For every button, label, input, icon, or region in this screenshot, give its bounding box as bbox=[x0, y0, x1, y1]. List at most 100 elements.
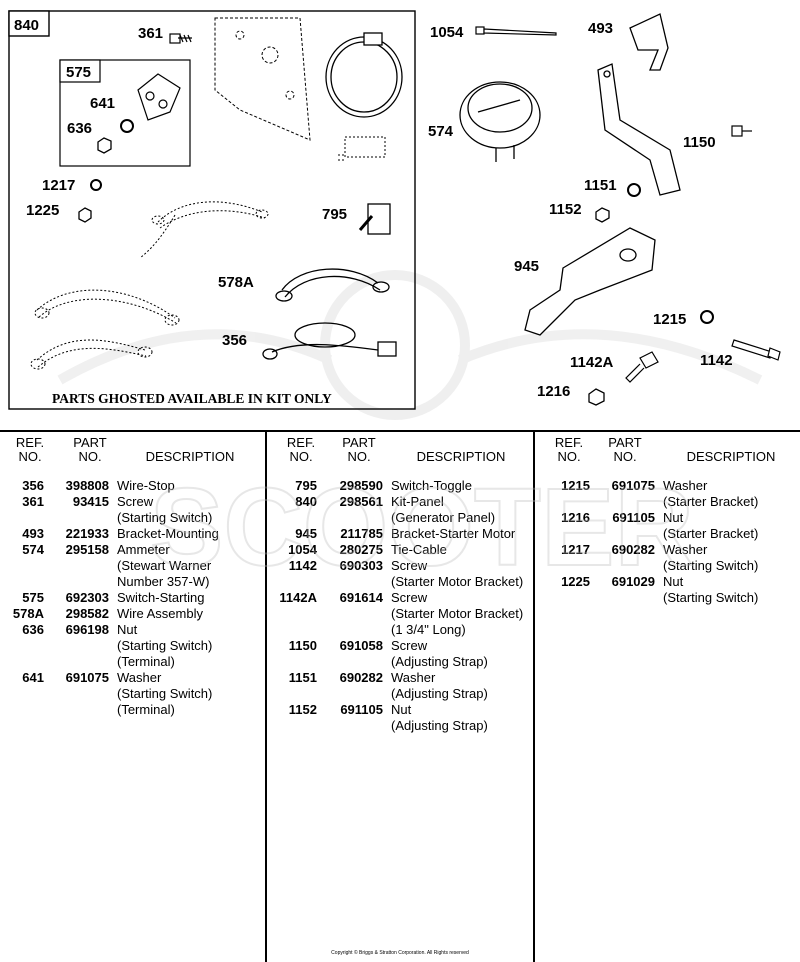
part-description: Nut bbox=[663, 574, 684, 589]
switch-subbox bbox=[59, 59, 191, 167]
header-part-line1: PART bbox=[342, 435, 376, 450]
callout-641: 641 bbox=[90, 95, 115, 112]
screw-1142a-drawing bbox=[625, 351, 659, 383]
ref-number: 575 bbox=[22, 590, 44, 605]
callout-kit: 840 bbox=[14, 17, 39, 34]
part-description: Switch-Toggle bbox=[391, 478, 472, 493]
part-description: (Terminal) bbox=[117, 702, 175, 717]
part-description: (Adjusting Strap) bbox=[391, 686, 488, 701]
washer-641-drawing bbox=[120, 119, 134, 133]
part-description: Kit-Panel bbox=[391, 494, 444, 509]
connector-drawing bbox=[338, 136, 386, 161]
toggle-switch-drawing bbox=[358, 203, 391, 235]
callout-1142a: 1142A bbox=[570, 354, 614, 371]
ref-number: 795 bbox=[295, 478, 317, 493]
table-row: 795 298590 Switch-Toggle bbox=[267, 478, 535, 494]
header-part-line2: NO. bbox=[347, 449, 371, 464]
screw-1150-drawing bbox=[731, 125, 752, 137]
kit-label-box bbox=[8, 10, 50, 37]
table-row: 493 221933 Bracket-Mounting bbox=[0, 526, 265, 542]
copyright-notice: Copyright © Briggs & Stratton Corporatio… bbox=[331, 950, 469, 956]
part-description: Washer bbox=[663, 478, 708, 493]
part-description: (Starter Bracket) bbox=[663, 526, 759, 541]
screw-1142-drawing bbox=[731, 339, 781, 361]
starter-bracket-drawing bbox=[524, 227, 656, 336]
part-description: (Starting Switch) bbox=[663, 558, 759, 573]
callout-1054: 1054 bbox=[430, 24, 464, 41]
part-description: (1 3/4" Long) bbox=[391, 622, 466, 637]
header-description: DESCRIPTION bbox=[140, 450, 240, 464]
part-description: (Starter Motor Bracket) bbox=[391, 574, 524, 589]
part-number: 696198 bbox=[65, 622, 109, 637]
part-number: 93415 bbox=[72, 494, 109, 509]
part-number: 211785 bbox=[340, 526, 383, 541]
callout-1215: 1215 bbox=[653, 311, 686, 328]
part-description: Nut bbox=[117, 622, 138, 637]
part-number: 221933 bbox=[65, 526, 109, 541]
ref-number: 1142A bbox=[279, 590, 317, 605]
washer-1151-drawing bbox=[627, 183, 641, 197]
callout-493: 493 bbox=[588, 20, 613, 37]
ammeter-drawing bbox=[459, 81, 541, 162]
ref-number: 641 bbox=[22, 670, 44, 685]
part-description: (Stewart Warner bbox=[117, 558, 212, 573]
switch-label-box bbox=[59, 59, 101, 83]
part-number: 298590 bbox=[339, 478, 383, 493]
parts-diagram: 840 575 361 641 636 1217 1225 bbox=[8, 10, 781, 420]
part-description: Screw bbox=[391, 590, 428, 605]
callout-1225: 1225 bbox=[26, 202, 59, 219]
part-description: (Starting Switch) bbox=[117, 686, 213, 701]
part-description: (Terminal) bbox=[117, 654, 175, 669]
part-description: Bracket-Mounting bbox=[117, 526, 219, 541]
part-number: 691105 bbox=[340, 702, 383, 717]
part-number: 691105 bbox=[612, 510, 655, 525]
part-number: 298582 bbox=[65, 606, 109, 621]
part-description: Tie-Cable bbox=[391, 542, 447, 557]
header-description-text: DESCRIPTION bbox=[686, 449, 776, 464]
ref-number: 1054 bbox=[288, 542, 317, 557]
part-description: (Adjusting Strap) bbox=[391, 654, 488, 669]
ref-number: 574 bbox=[22, 542, 44, 557]
washer-1215-drawing bbox=[700, 310, 714, 324]
ref-number: 1150 bbox=[288, 638, 317, 653]
part-description: (Starting Switch) bbox=[117, 510, 213, 525]
callout-575: 575 bbox=[66, 64, 91, 81]
part-description: Screw bbox=[391, 638, 428, 653]
header-part-line1: PART bbox=[608, 435, 642, 450]
header-description-text: DESCRIPTION bbox=[145, 449, 235, 464]
callout-361: 361 bbox=[138, 25, 163, 42]
nut-636-drawing bbox=[97, 137, 112, 154]
part-number: 691075 bbox=[65, 670, 109, 685]
part-description: Nut bbox=[663, 510, 684, 525]
ref-number: 1152 bbox=[288, 702, 317, 717]
nut-1225-drawing bbox=[78, 207, 92, 223]
part-number: 691029 bbox=[611, 574, 655, 589]
header-description: DESCRIPTION bbox=[681, 450, 781, 464]
header-ref-line2: NO. bbox=[289, 449, 313, 464]
ref-number: 945 bbox=[295, 526, 317, 541]
part-description: Number 357-W) bbox=[117, 574, 210, 589]
nut-1152-drawing bbox=[595, 207, 610, 223]
cable-tie-drawing bbox=[475, 26, 557, 36]
part-description: Screw bbox=[117, 494, 154, 509]
ref-number: 493 bbox=[22, 526, 44, 541]
part-number: 691075 bbox=[611, 478, 655, 493]
adjusting-strap-drawing bbox=[597, 63, 681, 196]
part-description: Nut bbox=[391, 702, 412, 717]
part-description: Switch-Starting bbox=[117, 590, 205, 605]
header-ref: REF. NO. bbox=[547, 436, 591, 464]
header-ref-line1: REF. bbox=[554, 435, 584, 450]
part-number: 398808 bbox=[65, 478, 109, 493]
part-number: 691614 bbox=[339, 590, 383, 605]
